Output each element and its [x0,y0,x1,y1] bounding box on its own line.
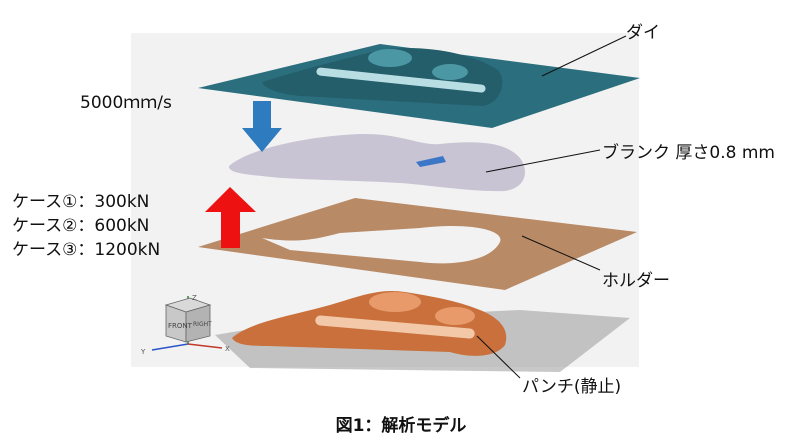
die-part [198,44,640,128]
die-label: ダイ [626,23,660,43]
punch-dome-1 [369,292,421,312]
die-leader-line [541,35,627,77]
axis-z-label: Z [192,294,197,302]
axis-y-label: Y [140,348,146,356]
axis-y-line [151,343,189,351]
case-list: ケース①：300kN ケース②：600kN ケース③：1200kN [12,190,160,262]
speed-label: 5000ｍｍ/s [80,93,172,113]
down-arrow [242,101,282,152]
punch-label: パンチ(静止) [522,377,622,397]
holder-plate [198,198,637,290]
blank-sheet [228,133,525,192]
figure-caption: 図1：解析モデル [335,416,467,436]
cube-front-label: FRONT [168,322,193,330]
cube-right-label: RIGHT [193,321,212,328]
die-dome-2 [432,64,468,80]
case-item-1: ケース①：300kN [12,192,150,212]
punch-leader-line [476,335,521,379]
die-rib [316,67,486,93]
axis-x-label: X [225,345,230,353]
up-arrow [205,187,256,248]
view-cube: FRONT RIGHT Z X Y [140,294,230,356]
punch-rib [315,315,475,339]
cube-right [185,304,211,343]
case-item-2: ケース②：600kN [12,216,150,236]
blank-label: ブランク 厚さ0.8 mm [602,143,775,163]
blank-leader-line [485,149,601,173]
blank-marker [416,156,446,167]
case-item-3: ケース③：1200kN [12,240,161,260]
axis-x-line [187,343,223,349]
punch-dome-2 [435,307,475,325]
punch-part [232,290,507,356]
die-dome-1 [368,49,412,67]
holder-leader-line [521,235,601,271]
holder-label: ホルダー [602,271,670,291]
